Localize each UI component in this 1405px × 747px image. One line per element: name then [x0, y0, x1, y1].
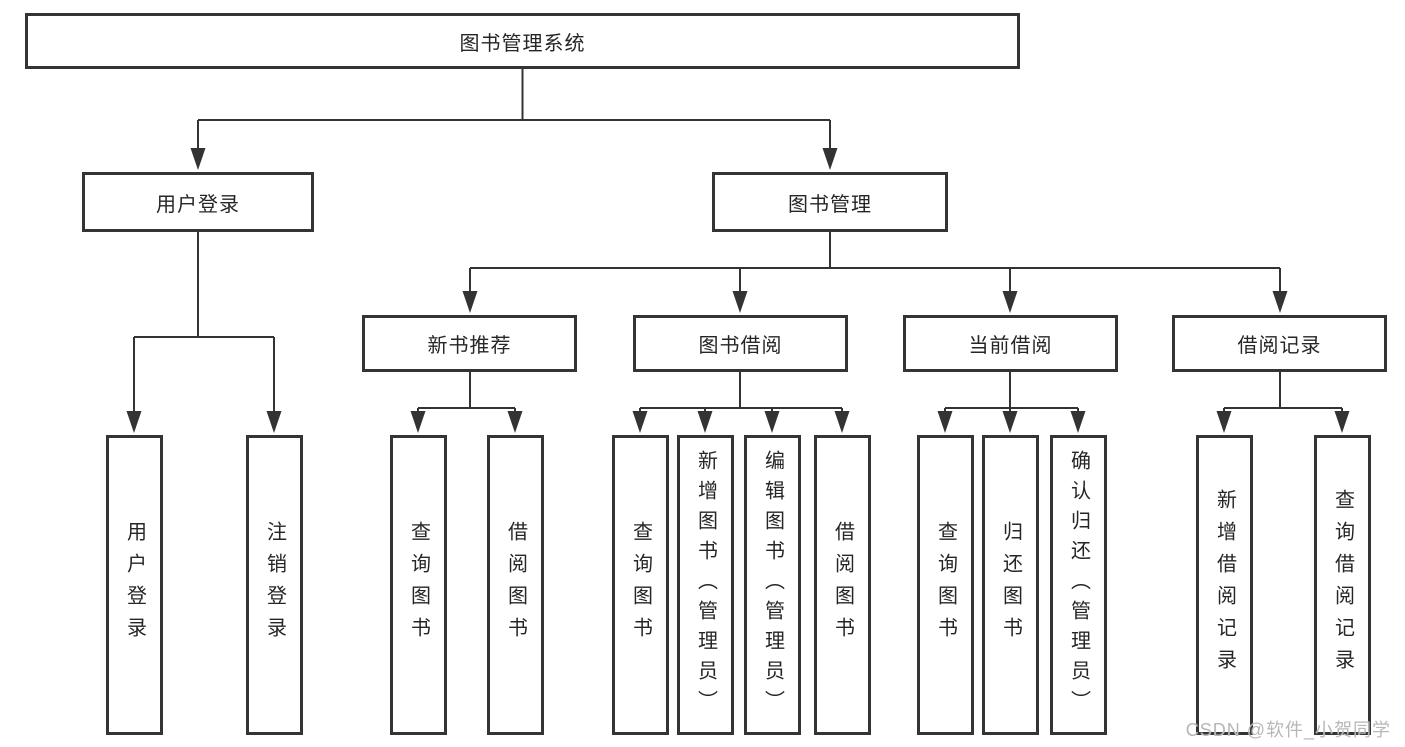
connector-root-to-level2	[190, 68, 838, 170]
node-leaf-br-query-record: 查询借阅记录	[1314, 435, 1371, 735]
node-leaf-cb-query-book-label: 查询图书	[934, 521, 957, 649]
node-leaf-bb-add-book: 新增图书（管理员）	[677, 435, 734, 735]
watermark: CSDN @软件_小贺同学	[1185, 720, 1391, 740]
node-leaf-br-query-record-label: 查询借阅记录	[1331, 489, 1354, 681]
connector-book-mgmt-branch	[462, 232, 1288, 313]
node-current-borrow: 当前借阅	[903, 315, 1118, 372]
node-leaf-login-label: 用户登录	[123, 521, 146, 649]
node-book-mgmt-label: 图书管理	[788, 193, 872, 216]
connector-borrow-record-branch	[1216, 372, 1350, 433]
node-leaf-rec-borrow-book-label: 借阅图书	[504, 521, 527, 649]
node-root-label: 图书管理系统	[459, 32, 586, 55]
node-leaf-logout-label: 注销登录	[263, 521, 286, 649]
connector-current-borrow-branch	[937, 372, 1086, 433]
node-user-login: 用户登录	[82, 172, 314, 232]
node-leaf-login: 用户登录	[106, 435, 163, 735]
node-leaf-bb-edit-book-label: 编辑图书（管理员）	[761, 450, 784, 720]
node-new-book-rec-label: 新书推荐	[427, 335, 512, 357]
node-root: 图书管理系统	[25, 13, 1020, 69]
node-borrow-record-label: 借阅记录	[1237, 335, 1322, 357]
node-leaf-bb-query-book: 查询图书	[612, 435, 669, 735]
node-book-borrow: 图书借阅	[633, 315, 848, 372]
node-leaf-rec-query-book: 查询图书	[390, 435, 447, 735]
connector-new-book-rec-branch	[410, 372, 523, 433]
node-leaf-bb-borrow-book: 借阅图书	[814, 435, 871, 735]
node-book-borrow-label: 图书借阅	[698, 335, 783, 357]
node-leaf-cb-return-book-label: 归还图书	[999, 521, 1022, 649]
node-borrow-record: 借阅记录	[1172, 315, 1387, 372]
node-leaf-bb-add-book-label: 新增图书（管理员）	[694, 450, 717, 720]
connector-user-login-branch	[126, 232, 282, 433]
node-leaf-cb-confirm-return-label: 确认归还（管理员）	[1067, 450, 1090, 720]
node-leaf-cb-return-book: 归还图书	[982, 435, 1039, 735]
node-leaf-cb-query-book: 查询图书	[917, 435, 974, 735]
node-leaf-bb-borrow-book-label: 借阅图书	[831, 521, 854, 649]
node-leaf-logout: 注销登录	[246, 435, 303, 735]
node-book-mgmt: 图书管理	[712, 172, 948, 232]
node-leaf-bb-edit-book: 编辑图书（管理员）	[744, 435, 801, 735]
node-leaf-br-add-record-label: 新增借阅记录	[1213, 489, 1236, 681]
node-leaf-bb-query-book-label: 查询图书	[629, 521, 652, 649]
node-leaf-cb-confirm-return: 确认归还（管理员）	[1050, 435, 1107, 735]
node-leaf-rec-query-book-label: 查询图书	[407, 521, 430, 649]
connector-book-borrow-branch	[632, 372, 850, 433]
node-new-book-rec: 新书推荐	[362, 315, 577, 372]
node-user-login-label: 用户登录	[156, 193, 240, 216]
node-leaf-rec-borrow-book: 借阅图书	[487, 435, 544, 735]
node-current-borrow-label: 当前借阅	[968, 335, 1053, 357]
node-leaf-br-add-record: 新增借阅记录	[1196, 435, 1253, 735]
